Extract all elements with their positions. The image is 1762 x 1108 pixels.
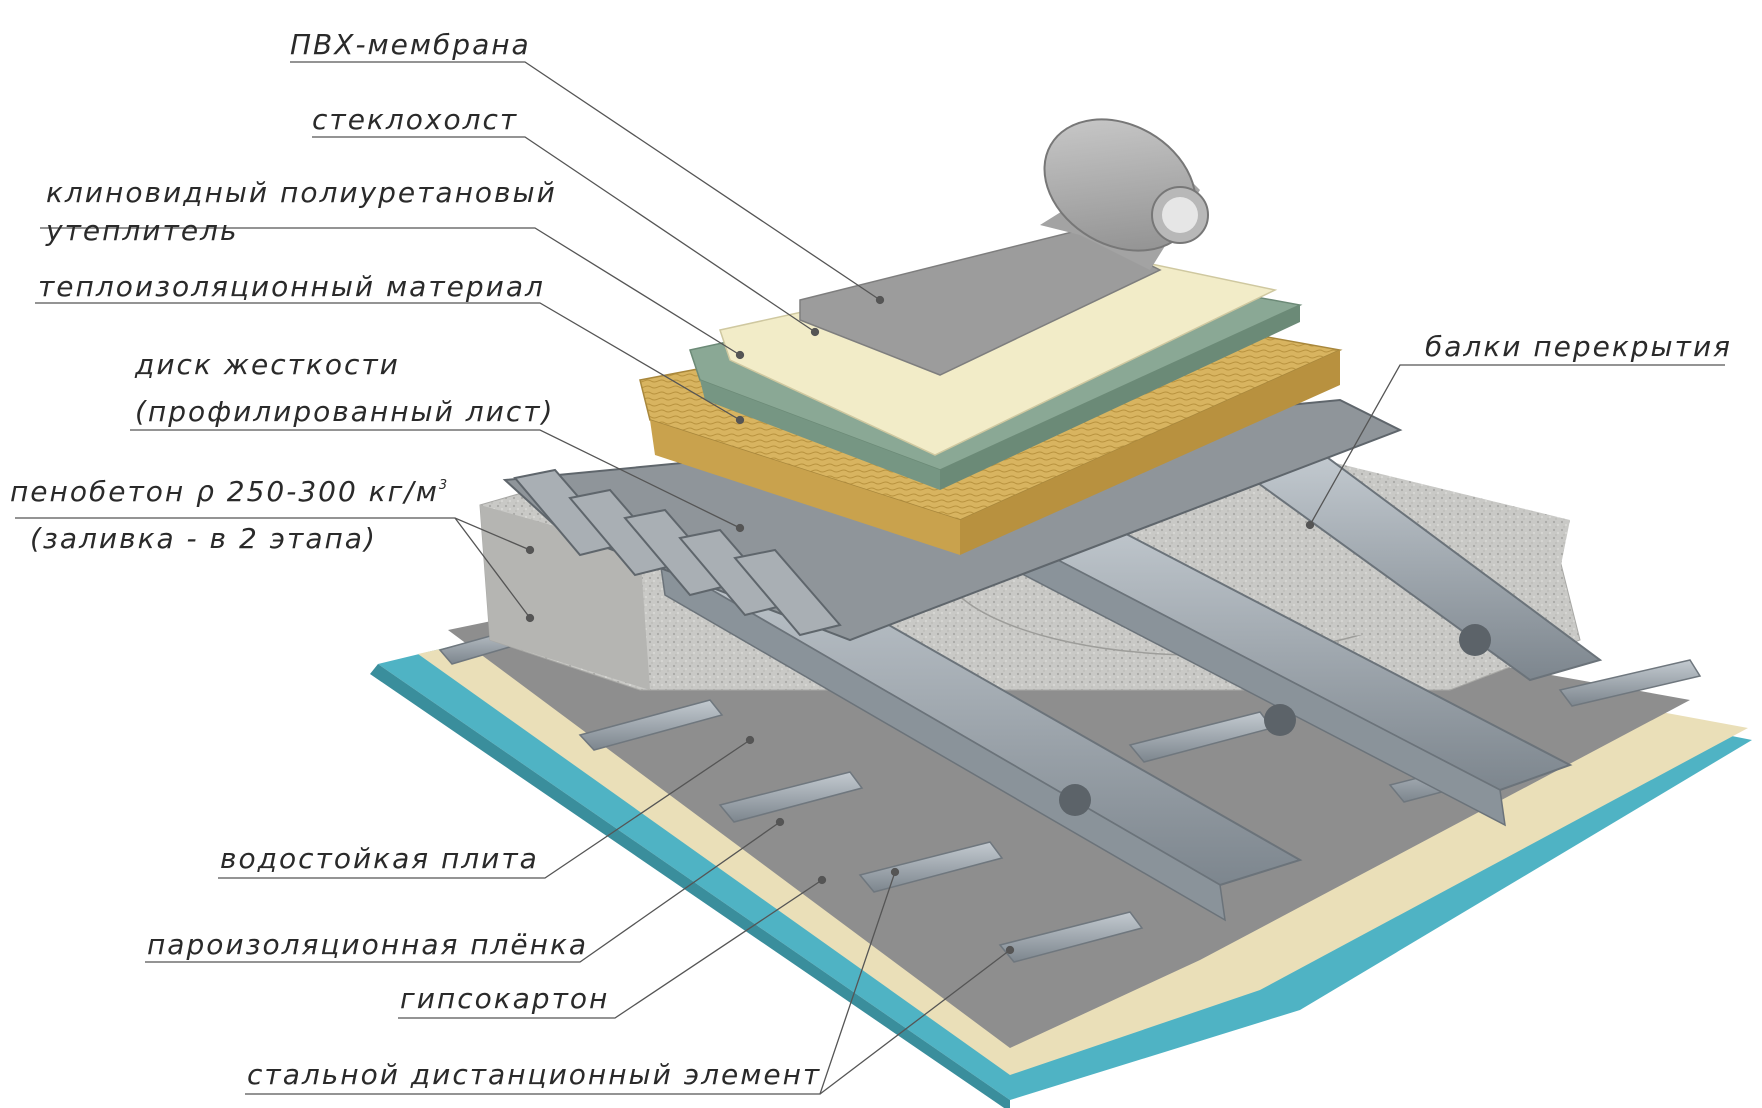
label-foam-concrete-superscript: 3 [438, 478, 448, 493]
label-wedge-insulation-line1: клиновидный полиуретановый [46, 176, 557, 209]
label-floor-beams: балки перекрытия [1425, 330, 1733, 363]
leader-lines [15, 61, 1725, 1095]
label-wedge-insulation-line2: утеплитель [46, 214, 239, 247]
label-drywall: гипсокартон [400, 982, 610, 1015]
pvc-membrane [799, 118, 1209, 376]
label-steel-spacer: стальной дистанционный элемент [247, 1058, 822, 1091]
label-stiffness-disk-line2: (профилированный лист) [135, 395, 555, 428]
label-stiffness-disk-line1: диск жесткости [135, 348, 400, 381]
label-foam-concrete-line1: пенобетон ρ 250-300 кг/м3 [10, 475, 447, 509]
label-waterproof-board: водостойкая плита [220, 842, 539, 875]
label-thermal-material: теплоизоляционный материал [38, 270, 545, 303]
label-fiberglass: стеклохолст [312, 103, 519, 136]
label-vapor-film: пароизоляционная плёнка [147, 928, 589, 961]
label-pvc-membrane: ПВХ-мембрана [290, 28, 531, 61]
label-foam-concrete-line2: (заливка - в 2 этапа) [30, 522, 377, 555]
label-foam-concrete-text: пенобетон ρ 250-300 кг/м [10, 475, 439, 508]
